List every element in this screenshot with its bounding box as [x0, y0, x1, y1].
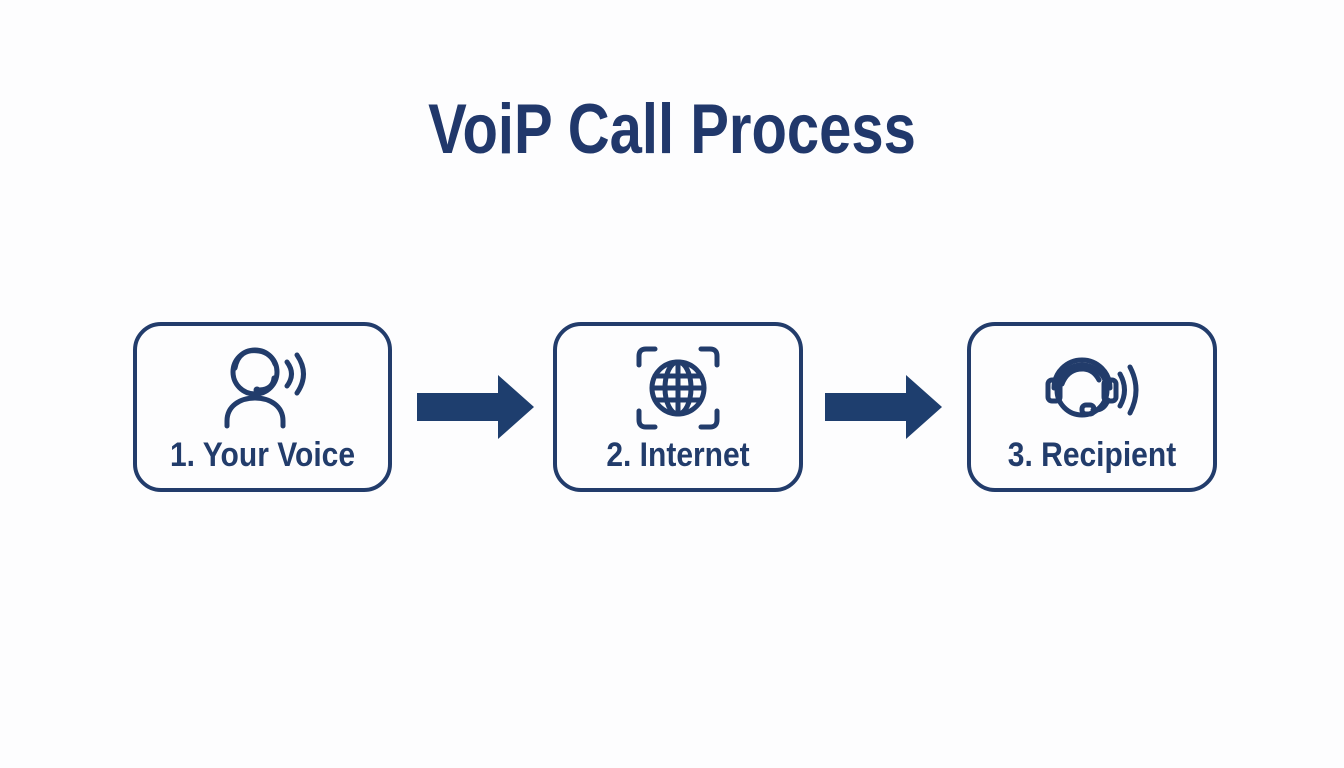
step-box-your-voice: 1. Your Voice: [133, 322, 392, 492]
step-label: 3. Recipient: [1007, 436, 1177, 475]
globe-network-icon: [632, 342, 724, 434]
step-box-recipient: 3. Recipient: [967, 322, 1217, 492]
flow-arrow-2: [825, 372, 943, 442]
page-title: VoiP Call Process: [428, 89, 916, 169]
flow-arrow-1: [417, 372, 535, 442]
headset-recipient-icon: [1036, 338, 1148, 434]
person-speaking-icon: [211, 338, 315, 434]
step-box-internet: 2. Internet: [553, 322, 803, 492]
step-label: 1. Your Voice: [169, 436, 356, 475]
step-label: 2. Internet: [606, 436, 750, 475]
